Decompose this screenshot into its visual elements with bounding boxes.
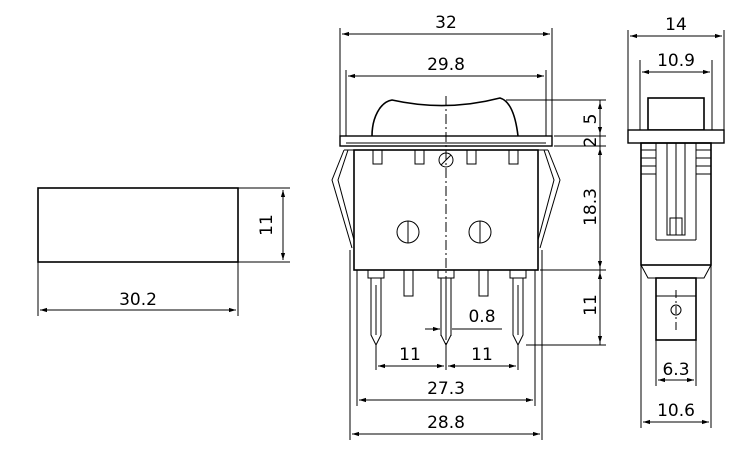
side-body-width-label: 10.6	[657, 401, 695, 421]
pitch-left-label: 11	[399, 345, 421, 365]
side-view: 14 10.9 6.3 10.6	[627, 15, 725, 428]
front-body-width-label: 29.8	[427, 55, 465, 75]
terminal-hole	[670, 304, 682, 316]
left-snap-spring	[331, 149, 355, 249]
side-rocker	[647, 97, 705, 131]
body-bottom-width-label: 28.8	[427, 413, 465, 433]
terminal-thickness-label: 0.8	[468, 307, 495, 327]
side-total-width-label: 14	[665, 15, 687, 35]
cutout-width-label: 30.2	[119, 290, 157, 310]
terminal-length-label: 11	[581, 294, 601, 316]
panel-cutout-view: 11 30.2	[37, 187, 290, 316]
outer-span-label: 27.3	[427, 379, 465, 399]
rocker-actuator	[371, 97, 519, 137]
side-terminal	[655, 277, 697, 341]
front-view: 32 29.8 5 2 18.3 11 0.8 11 11	[331, 13, 606, 440]
front-total-width-label: 32	[435, 13, 457, 33]
pitch-right-label: 11	[471, 345, 493, 365]
side-flange	[627, 129, 725, 144]
cutout-height-label: 11	[257, 214, 277, 236]
rocker-height-label: 5	[581, 114, 601, 125]
right-snap-spring	[537, 149, 561, 249]
flange-thickness-label: 2	[581, 137, 601, 148]
body-height-label: 18.3	[581, 188, 601, 226]
cutout-rectangle	[37, 187, 239, 263]
side-terminal-width-label: 6.3	[662, 360, 689, 380]
terminals	[367, 269, 527, 347]
side-rocker-width-label: 10.9	[657, 51, 695, 71]
